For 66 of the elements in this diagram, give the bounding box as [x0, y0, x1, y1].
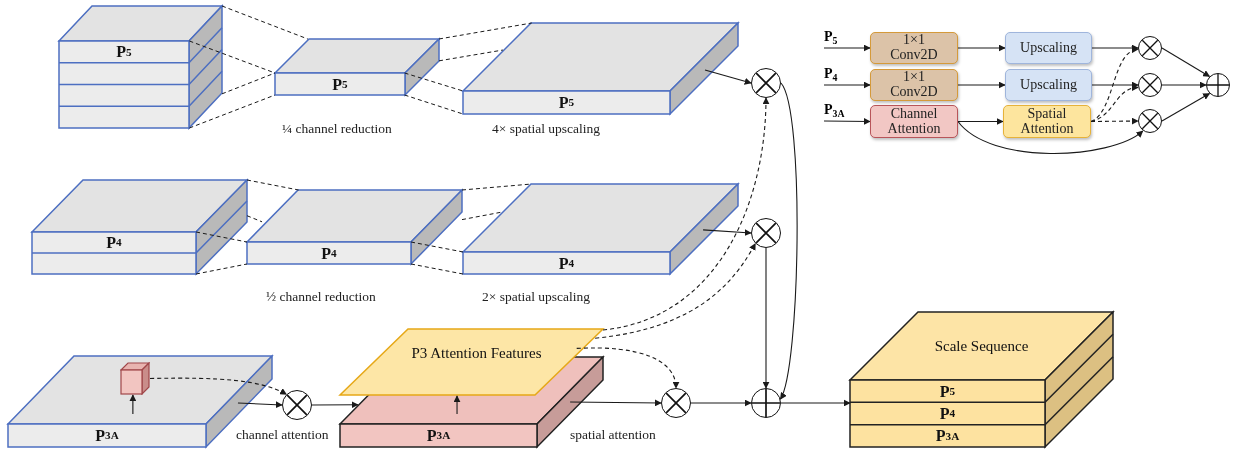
- projection-line: [404, 72, 464, 92]
- plane-title: P3 Attention Features: [410, 343, 543, 363]
- operation-label: channel attention: [236, 428, 329, 442]
- block-title: Scale Sequence: [933, 336, 1030, 356]
- add-circle: [751, 388, 781, 418]
- arrow: [690, 399, 752, 407]
- arrow: [823, 117, 871, 125]
- projection-line: [410, 241, 464, 253]
- input-label: P$_{5}$: [824, 30, 838, 46]
- arrow: [149, 377, 287, 395]
- projection-line: [221, 72, 276, 95]
- projection-line: [438, 49, 504, 62]
- multiply-circle: [1138, 36, 1162, 60]
- projection-line: [438, 22, 533, 40]
- add-circle: [1206, 73, 1230, 97]
- arrow: [1090, 47, 1139, 123]
- arrow: [602, 97, 770, 331]
- operation-label: ¼ channel reduction: [282, 122, 392, 136]
- projection-line: [410, 263, 464, 275]
- arrow: [311, 401, 359, 409]
- projection-line: [195, 231, 248, 243]
- arrow: [957, 44, 1006, 52]
- process-box: 1×1 Conv2D: [870, 32, 958, 64]
- process-box: Channel Attention: [870, 105, 958, 138]
- process-box: Upscaling: [1005, 32, 1092, 64]
- projection-line: [246, 215, 263, 223]
- arrow: [1091, 81, 1139, 89]
- input-label: P$_{3A}$: [824, 103, 845, 119]
- arrow: [576, 347, 679, 389]
- multiply-circle: [751, 218, 781, 248]
- arrow: [237, 401, 283, 409]
- operation-label: 4× spatial upscaling: [492, 122, 601, 136]
- process-box: Spatial Attention: [1003, 105, 1091, 138]
- arrow: [779, 82, 798, 400]
- arrow: [957, 81, 1006, 89]
- projection-line: [188, 94, 276, 129]
- arrow: [957, 118, 1004, 125]
- arrow: [957, 120, 1144, 154]
- arrow: [129, 394, 137, 415]
- operation-label: ½ channel reduction: [266, 290, 376, 304]
- multiply-circle: [1138, 109, 1162, 133]
- projection-line: [404, 94, 464, 115]
- arrow: [1161, 92, 1211, 122]
- projection-line: [221, 5, 309, 40]
- projection-line: [246, 179, 300, 191]
- arrow: [594, 243, 756, 339]
- operation-label: 2× spatial upscaling: [482, 290, 591, 304]
- operation-label: spatial attention: [570, 428, 656, 442]
- process-box: Upscaling: [1005, 69, 1092, 101]
- multiply-circle: [751, 68, 781, 98]
- arrow: [780, 399, 851, 407]
- arrow: [823, 81, 871, 89]
- projection-line: [195, 263, 248, 275]
- arrow: [823, 44, 871, 52]
- arrow: [1091, 44, 1139, 52]
- multiply-circle: [1138, 73, 1162, 97]
- process-box: 1×1 Conv2D: [870, 69, 958, 101]
- arrow: [762, 247, 770, 389]
- input-label: P$_{4}$: [824, 67, 838, 83]
- arrow: [1090, 84, 1139, 123]
- arrow: [1161, 81, 1207, 89]
- arrow: [453, 395, 461, 415]
- arrow: [1161, 47, 1211, 78]
- multiply-circle: [661, 388, 691, 418]
- arrow: [1090, 117, 1139, 125]
- multiply-circle: [282, 390, 312, 420]
